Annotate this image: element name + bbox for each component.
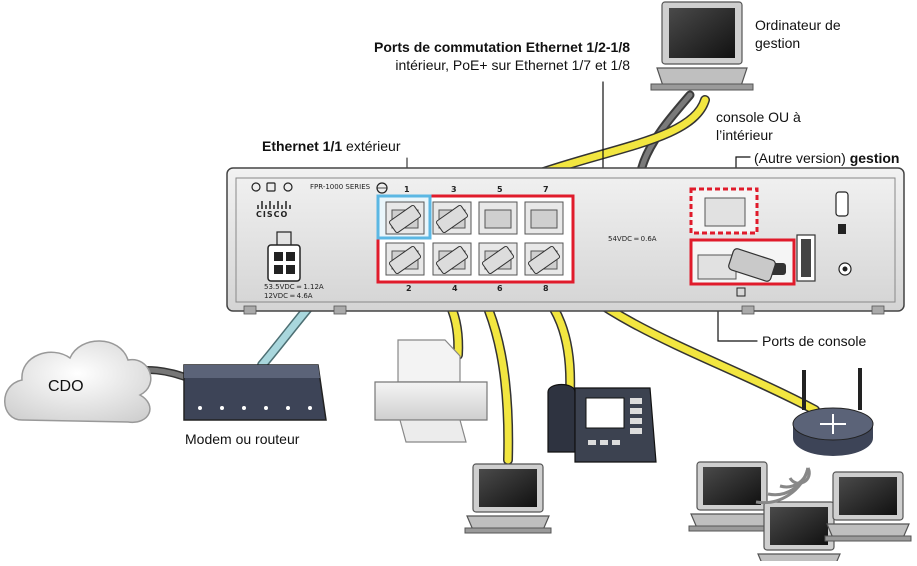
rj45-plug bbox=[388, 204, 422, 234]
rj45-plug bbox=[388, 245, 422, 275]
rj45-plug bbox=[527, 245, 561, 275]
rj45-plug bbox=[481, 245, 515, 275]
wireless-router-icon bbox=[792, 368, 874, 456]
ethernet-ports bbox=[376, 194, 575, 284]
mgmt-computer-label: Ordinateur de gestion bbox=[755, 17, 841, 51]
cloud-icon bbox=[4, 340, 152, 423]
port-number-6: 6 bbox=[497, 284, 503, 293]
console-plug bbox=[728, 248, 776, 282]
ip-phone-icon bbox=[547, 383, 657, 463]
wifi-signal-icon bbox=[755, 467, 811, 505]
port-number-1: 1 bbox=[404, 185, 410, 194]
port-number-7: 7 bbox=[543, 185, 549, 194]
port-number-3: 3 bbox=[451, 185, 457, 194]
firewall-chassis bbox=[226, 167, 905, 315]
laptop-icon bbox=[464, 463, 552, 534]
laptop-icon bbox=[688, 461, 776, 532]
rj45-port-socket bbox=[484, 209, 512, 229]
rj45-plug bbox=[435, 245, 469, 275]
laptop-icon bbox=[755, 501, 843, 566]
modem-label: Modem ou routeur bbox=[185, 431, 300, 447]
poe-rating: 54VDC ═ 0.6A bbox=[608, 235, 657, 243]
desktop-computer-icon bbox=[650, 1, 754, 91]
ethernet-1-1-label: Ethernet 1/1 extérieur bbox=[262, 138, 401, 154]
port-number-5: 5 bbox=[497, 185, 503, 194]
port-number-4: 4 bbox=[452, 284, 458, 293]
laptop-icon bbox=[824, 471, 912, 542]
cdo-label: CDO bbox=[48, 378, 84, 395]
switch-ports-label: Ports de commutation Ethernet 1/2-1/8 in… bbox=[374, 39, 630, 73]
cisco-logo-icon bbox=[257, 201, 291, 209]
console-ports-label: Ports de console bbox=[762, 333, 867, 349]
port-number-2: 2 bbox=[406, 284, 412, 293]
console-or-inside-label: console OU à l’intérieur bbox=[716, 109, 801, 143]
vendor-logo-text: CISCO bbox=[256, 210, 289, 219]
power-rating-1: 53.5VDC ═ 1.12A bbox=[264, 283, 324, 291]
alt-version-label: (Autre version) gestion bbox=[754, 150, 900, 166]
modem-icon bbox=[183, 364, 327, 421]
rj45-plug bbox=[435, 204, 469, 234]
power-rating-2: 12VDC ═ 4.6A bbox=[264, 292, 313, 300]
rj45-port-socket bbox=[530, 209, 558, 229]
printer-icon bbox=[374, 339, 488, 443]
series-label: FPR-1000 SERIES bbox=[310, 183, 371, 191]
port-number-8: 8 bbox=[543, 284, 549, 293]
power-connector-icon bbox=[267, 231, 301, 282]
